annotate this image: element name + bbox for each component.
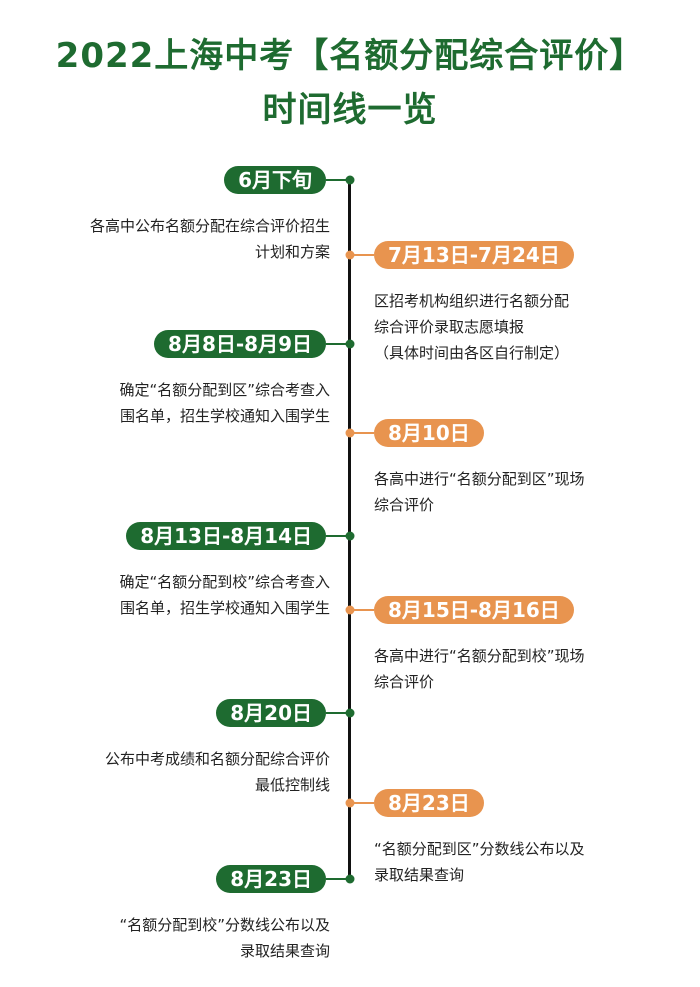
timeline-connector: [350, 432, 374, 434]
description-line: 围名单，招生学校通知入围学生: [119, 407, 330, 425]
description-line: 各高中公布名额分配在综合评价招生: [89, 217, 330, 235]
timeline-axis: [348, 180, 351, 880]
description-line: 围名单，招生学校通知入围学生: [119, 599, 330, 617]
date-badge: 8月23日: [374, 789, 484, 817]
description-line: 综合评价: [374, 496, 435, 514]
date-badge: 6月下旬: [224, 166, 326, 194]
timeline-dot: [345, 708, 355, 718]
timeline-connector: [326, 179, 350, 181]
description-line: 各高中进行“名额分配到校”现场: [374, 647, 585, 665]
description-line: 最低控制线: [254, 776, 330, 794]
description-line: 综合评价录取志愿填报: [374, 318, 525, 336]
timeline-connector: [326, 343, 350, 345]
date-badge: 8月23日: [216, 865, 326, 893]
description-line: 各高中进行“名额分配到区”现场: [374, 470, 585, 488]
date-badge: 8月15日-8月16日: [374, 596, 574, 624]
date-badge: 8月20日: [216, 699, 326, 727]
timeline-dot: [345, 531, 355, 541]
milestone-description: 确定“名额分配到区”综合考查入围名单，招生学校通知入围学生: [30, 377, 330, 429]
milestone-description: “名额分配到区”分数线公布以及录取结果查询: [374, 836, 684, 888]
description-line: 确定“名额分配到校”综合考查入: [119, 573, 330, 591]
timeline-connector: [350, 254, 374, 256]
timeline-connector: [350, 802, 374, 804]
date-badge: 8月8日-8月9日: [154, 330, 326, 358]
description-line: （具体时间由各区自行制定）: [374, 344, 570, 362]
description-line: 计划和方案: [254, 243, 330, 261]
milestone-description: 各高中进行“名额分配到区”现场综合评价: [374, 466, 684, 518]
description-line: 区招考机构组织进行名额分配: [374, 292, 570, 310]
timeline-connector: [350, 609, 374, 611]
milestone-description: 公布中考成绩和名额分配综合评价最低控制线: [30, 746, 330, 798]
timeline-dot: [345, 339, 355, 349]
page-subtitle: 时间线一览: [262, 90, 438, 130]
description-line: “名额分配到区”分数线公布以及: [374, 840, 585, 858]
timeline-connector: [326, 535, 350, 537]
timeline-connector: [326, 712, 350, 714]
date-badge: 7月13日-7月24日: [374, 241, 574, 269]
description-line: “名额分配到校”分数线公布以及: [119, 916, 330, 934]
description-line: 公布中考成绩和名额分配综合评价: [104, 750, 330, 768]
description-line: 综合评价: [374, 673, 435, 691]
timeline-dot: [345, 175, 355, 185]
milestone-description: 区招考机构组织进行名额分配综合评价录取志愿填报 （具体时间由各区自行制定）: [374, 288, 684, 366]
milestone-description: “名额分配到校”分数线公布以及录取结果查询: [30, 912, 330, 964]
description-line: 确定“名额分配到区”综合考查入: [119, 381, 330, 399]
timeline-dot: [345, 874, 355, 884]
date-badge: 8月10日: [374, 419, 484, 447]
milestone-description: 各高中公布名额分配在综合评价招生计划和方案: [30, 213, 330, 265]
description-line: 录取结果查询: [239, 942, 330, 960]
page-title: 2022上海中考【名额分配综合评价】: [55, 36, 645, 76]
date-badge: 8月13日-8月14日: [126, 522, 326, 550]
milestone-description: 确定“名额分配到校”综合考查入围名单，招生学校通知入围学生: [30, 569, 330, 621]
description-line: 录取结果查询: [374, 866, 465, 884]
milestone-description: 各高中进行“名额分配到校”现场综合评价: [374, 643, 684, 695]
timeline-connector: [326, 878, 350, 880]
